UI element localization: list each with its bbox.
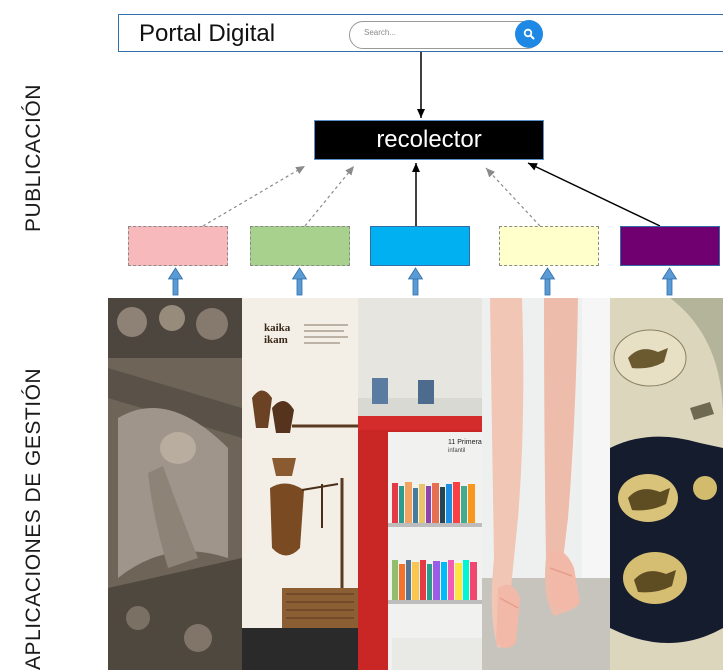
source-box-yellow xyxy=(499,226,599,266)
svg-text:11 Primera: 11 Primera xyxy=(448,439,482,446)
svg-text:infantil: infantil xyxy=(448,448,465,454)
search-box[interactable] xyxy=(349,20,543,49)
photo-panel-library: 11 Primera infantil xyxy=(358,298,482,670)
purple-to-harvester-arrow xyxy=(527,162,661,227)
svg-text:ikam: ikam xyxy=(264,334,288,346)
management-apps-label: APLICACIONES DE GESTIÓN xyxy=(22,367,45,670)
portal-header: Portal Digital xyxy=(118,14,723,52)
green-to-harvester-arrow xyxy=(304,165,355,227)
photo-panel-ballet xyxy=(482,298,610,670)
photo-panel-sculpture xyxy=(108,298,242,670)
pink-to-harvester-arrow xyxy=(202,165,306,227)
source-box-blue xyxy=(370,226,470,266)
up-arrow-3 xyxy=(407,267,424,296)
up-arrow-5 xyxy=(661,267,678,296)
source-box-pink xyxy=(128,226,228,266)
search-button[interactable] xyxy=(515,20,543,48)
up-arrow-4 xyxy=(539,267,556,296)
source-box-purple xyxy=(620,226,720,266)
up-arrow-2 xyxy=(291,267,308,296)
svg-text:kaika: kaika xyxy=(264,322,291,334)
up-arrow-1 xyxy=(167,267,184,296)
photo-panel-manuscript xyxy=(610,298,723,670)
search-icon xyxy=(523,28,535,40)
photo-panel-museum-objects: kaika ikam xyxy=(242,298,358,670)
source-box-green xyxy=(250,226,350,266)
harvester-box: recolector xyxy=(314,120,544,160)
portal-title: Portal Digital xyxy=(139,20,276,47)
yellow-to-harvester-arrow xyxy=(485,167,541,227)
search-input[interactable] xyxy=(364,28,504,37)
connector-arrows xyxy=(167,52,678,296)
